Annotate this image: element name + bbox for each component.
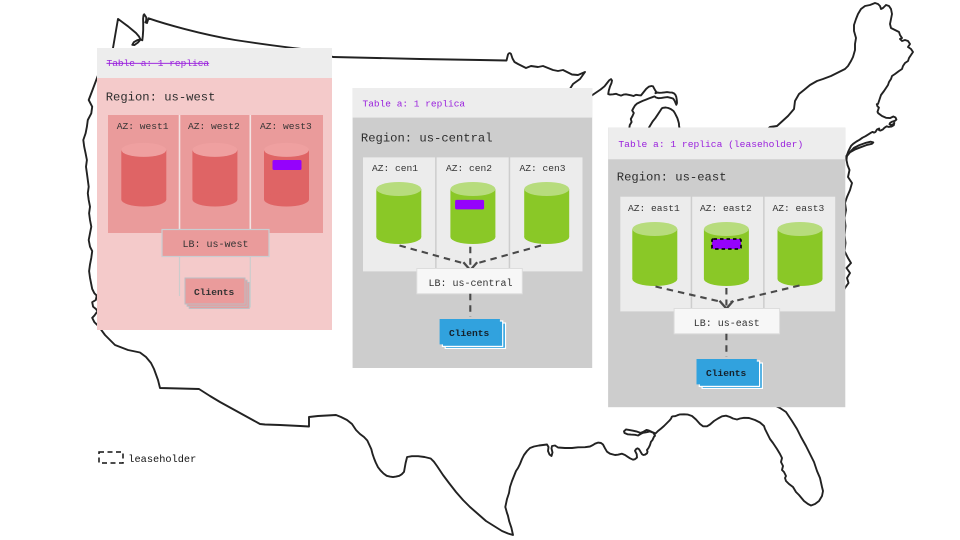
svg-text:LB: us-central: LB: us-central <box>429 278 513 290</box>
svg-text:AZ: east1: AZ: east1 <box>628 203 680 214</box>
svg-text:Table a: 1 replica (leaseholde: Table a: 1 replica (leaseholder) <box>618 139 803 150</box>
svg-text:Clients: Clients <box>706 368 747 379</box>
svg-text:AZ: west3: AZ: west3 <box>260 121 312 132</box>
svg-text:Region: us-central: Region: us-central <box>361 132 493 146</box>
svg-text:Clients: Clients <box>449 328 490 339</box>
svg-text:AZ: east2: AZ: east2 <box>700 203 752 214</box>
svg-text:Table a: 1 replica: Table a: 1 replica <box>107 58 210 69</box>
svg-text:AZ: cen2: AZ: cen2 <box>446 163 492 174</box>
svg-text:Table a: 1 replica: Table a: 1 replica <box>363 99 466 110</box>
svg-text:Region: us-west: Region: us-west <box>106 91 216 105</box>
svg-text:AZ: cen3: AZ: cen3 <box>520 163 566 174</box>
svg-text:Region: us-east: Region: us-east <box>617 171 727 185</box>
svg-text:leaseholder: leaseholder <box>128 454 196 466</box>
svg-text:LB: us-east: LB: us-east <box>694 319 760 330</box>
svg-text:AZ: cen1: AZ: cen1 <box>372 163 418 174</box>
svg-text:Clients: Clients <box>194 287 235 298</box>
svg-text:LB: us-west: LB: us-west <box>183 240 249 251</box>
svg-text:AZ: west2: AZ: west2 <box>188 121 240 132</box>
svg-text:AZ: east3: AZ: east3 <box>773 203 825 214</box>
svg-text:AZ: west1: AZ: west1 <box>117 121 169 132</box>
